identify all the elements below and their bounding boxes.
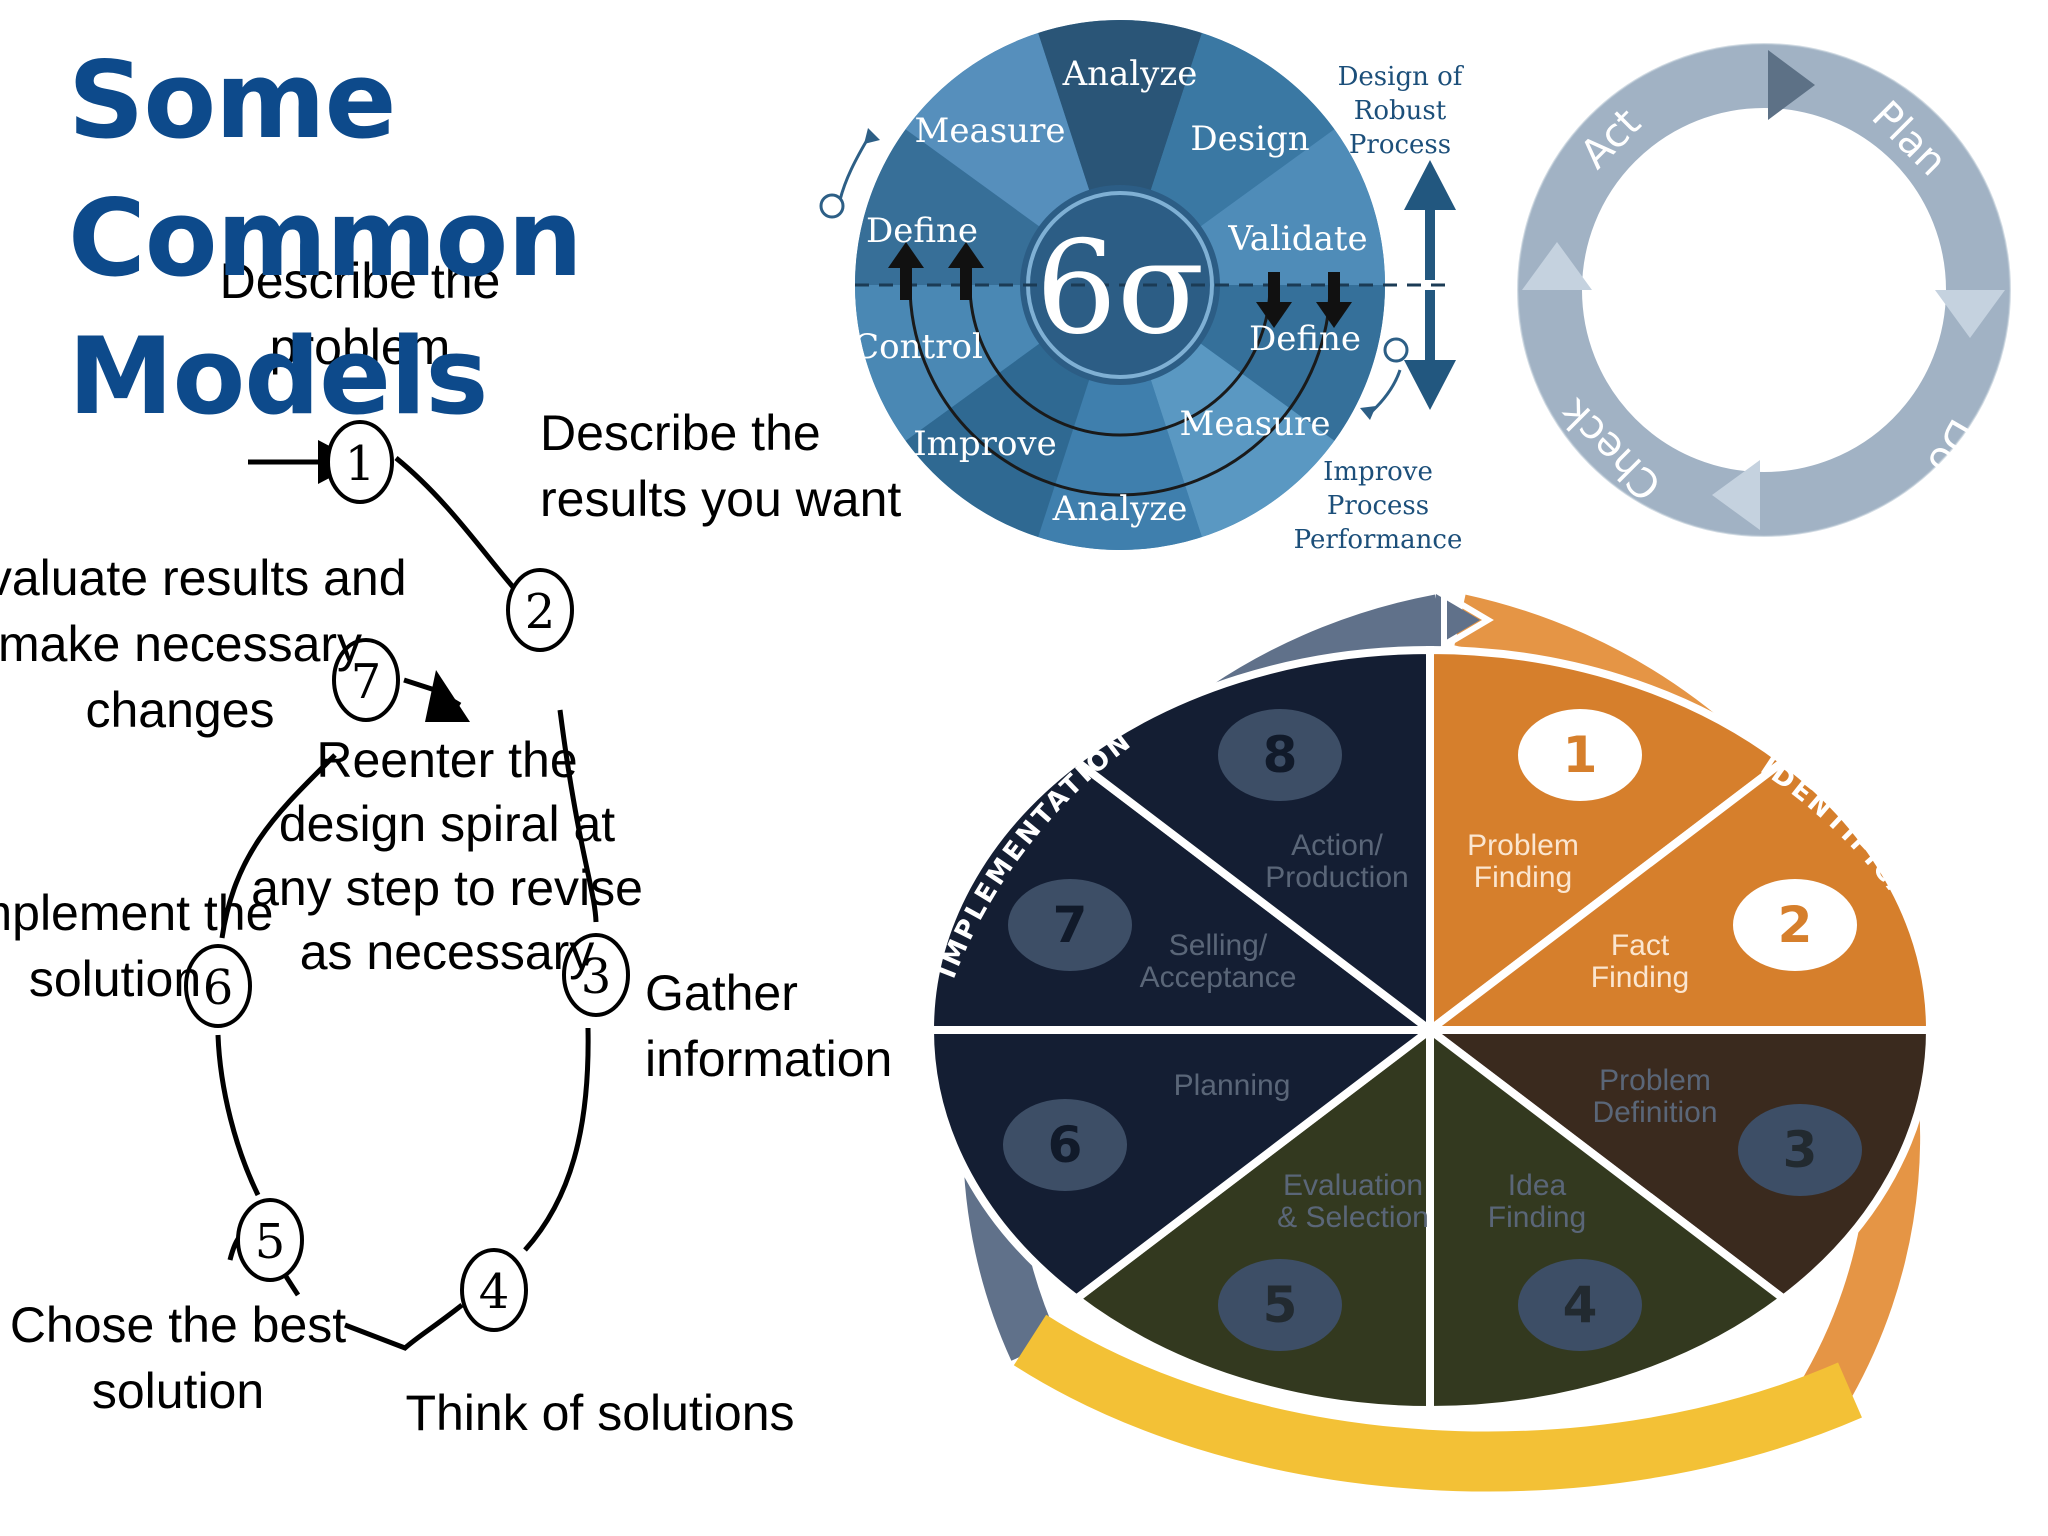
spiral-step-number: 4 bbox=[479, 1264, 510, 1320]
sigma-wedge bbox=[1038, 20, 1202, 286]
segment-label: Planning bbox=[1174, 1069, 1291, 1102]
spiral-step-7: 7 bbox=[332, 638, 400, 722]
segment-label: Action/Production bbox=[1265, 829, 1408, 894]
sigma-label-upper: Define bbox=[866, 211, 978, 251]
six-sigma-symbol: 6σ bbox=[1036, 214, 1205, 363]
spiral-step-1: 1 bbox=[326, 420, 394, 504]
spiral-step-4: 4 bbox=[460, 1248, 528, 1332]
spiral-step-number: 2 bbox=[525, 584, 556, 640]
segment-wedge-8 bbox=[1069, 645, 1434, 1039]
spiral-step-5: 5 bbox=[236, 1198, 304, 1282]
segment-number-badge bbox=[1518, 1259, 1642, 1351]
spiral-step-2: 2 bbox=[506, 568, 574, 652]
segment-number: 1 bbox=[1563, 726, 1598, 784]
segment-number-badge bbox=[1518, 709, 1642, 801]
segment-wedge-4 bbox=[1426, 1021, 1791, 1415]
segment-number: 3 bbox=[1783, 1121, 1818, 1179]
spiral-step-number: 5 bbox=[255, 1214, 286, 1270]
segment-number-badge bbox=[1738, 1104, 1862, 1196]
spiral-step-number: 1 bbox=[345, 436, 376, 492]
segment-label: Selling/Acceptance bbox=[1140, 929, 1297, 994]
segment-wedge-6 bbox=[925, 1026, 1442, 1304]
sigma-label-lower: Measure bbox=[1180, 404, 1331, 444]
segment-number: 4 bbox=[1563, 1276, 1598, 1334]
segment-number: 5 bbox=[1263, 1276, 1298, 1334]
sigma-label-lower: Control bbox=[853, 327, 983, 367]
segment-wedge-5 bbox=[1069, 1021, 1434, 1415]
sigma-wedge bbox=[1038, 285, 1202, 550]
segment-wedge-3 bbox=[1418, 1026, 1935, 1304]
spiral-step-3: 3 bbox=[562, 933, 630, 1017]
sigma-label-lower: Define bbox=[1249, 319, 1361, 359]
spiral-step-number: 6 bbox=[203, 960, 234, 1016]
spiral-step-label: Think of solutions bbox=[405, 1385, 794, 1441]
segment-number-badge bbox=[1008, 879, 1132, 971]
segment-number: 6 bbox=[1048, 1116, 1083, 1174]
sigma-label-lower: Analyze bbox=[1052, 489, 1188, 529]
segment-number: 2 bbox=[1778, 896, 1813, 954]
segment-number: 7 bbox=[1053, 896, 1088, 954]
sigma-label-lower: Improve bbox=[913, 424, 1057, 464]
spiral-step-6: 6 bbox=[184, 944, 252, 1028]
segment-number-badge bbox=[1733, 879, 1857, 971]
sigma-label-upper: Analyze bbox=[1062, 54, 1198, 94]
sigma-label-upper: Measure bbox=[915, 111, 1066, 151]
segment-number-badge bbox=[1218, 1259, 1342, 1351]
segment-number: 8 bbox=[1263, 726, 1298, 784]
segment-number-badge bbox=[1003, 1099, 1127, 1191]
sigma-label-upper: Design bbox=[1190, 119, 1309, 159]
arc-label-ideation: IDEATION bbox=[1378, 1491, 1542, 1526]
sigma-label-upper: Validate bbox=[1227, 219, 1367, 259]
slide-title: Some Common Models bbox=[68, 39, 583, 438]
spiral-step-number: 7 bbox=[351, 654, 382, 710]
segment-label: Evaluation& Selection bbox=[1277, 1169, 1429, 1234]
segment-wedge-1 bbox=[1426, 645, 1791, 1039]
spiral-step-number: 3 bbox=[581, 949, 612, 1005]
segment-number-badge bbox=[1218, 709, 1342, 801]
